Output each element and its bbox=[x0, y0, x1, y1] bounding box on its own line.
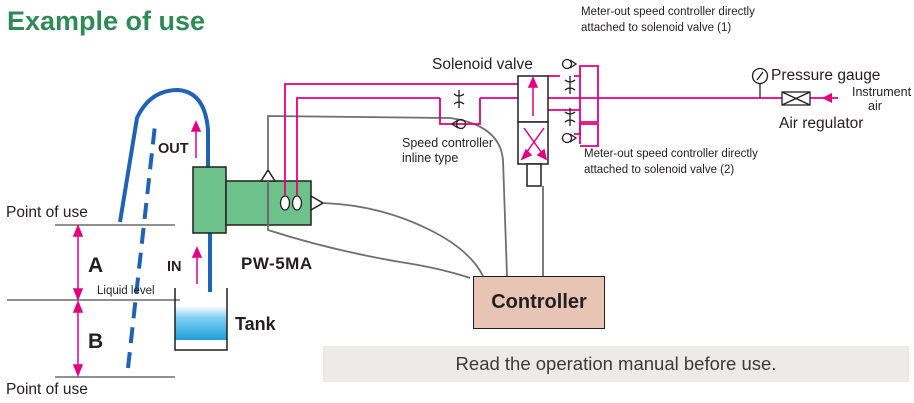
zone-b-label: B bbox=[88, 330, 104, 353]
operation-manual-notice: Read the operation manual before use. bbox=[323, 346, 909, 382]
reference-lines bbox=[7, 224, 180, 378]
instrument-air-label-line2: air bbox=[868, 99, 882, 113]
air-port-2 bbox=[291, 195, 303, 211]
pump-pw-5ma bbox=[192, 166, 325, 234]
liquid-level-label: Liquid level bbox=[97, 285, 155, 297]
out-label: OUT bbox=[158, 141, 189, 157]
speed-controller-label-line2: inline type bbox=[402, 151, 459, 165]
air-port-1 bbox=[279, 195, 291, 211]
air-regulator-label: Air regulator bbox=[779, 115, 864, 132]
pressure-gauge-label: Pressure gauge bbox=[771, 67, 881, 84]
tank-label: Tank bbox=[235, 314, 276, 334]
air-lines bbox=[284, 65, 838, 196]
signal-cables bbox=[267, 115, 544, 279]
controller-box: Controller bbox=[473, 276, 605, 329]
in-label: IN bbox=[167, 259, 182, 275]
model-label: PW-5MA bbox=[241, 254, 313, 273]
solenoid-valve bbox=[517, 75, 549, 187]
air-regulator bbox=[781, 91, 811, 106]
solenoid-valve-label: Solenoid valve bbox=[432, 56, 533, 73]
point-of-use-top-label: Point of use bbox=[6, 204, 88, 221]
zone-a-label: A bbox=[88, 254, 104, 277]
instrument-air-arrow bbox=[822, 93, 832, 103]
return-tube bbox=[126, 124, 157, 369]
page-title: Example of use bbox=[7, 6, 206, 36]
instrument-air-label-line1: Instrument bbox=[852, 85, 912, 99]
speed-controller-symbols bbox=[450, 58, 578, 144]
flow-arrows bbox=[190, 120, 203, 284]
pressure-gauge bbox=[751, 67, 769, 98]
meter-out-label-1-line2: attached to solenoid valve (1) bbox=[581, 22, 732, 34]
meter-out-label-1-line1: Meter-out speed controller directly bbox=[581, 6, 755, 18]
discharge-tube bbox=[118, 87, 210, 223]
dimension-arrows bbox=[72, 223, 84, 378]
liquid-tubes bbox=[118, 87, 212, 369]
point-of-use-bottom-label: Point of use bbox=[6, 381, 88, 398]
speed-controller-label-line1: Speed controller bbox=[402, 136, 494, 150]
tank bbox=[174, 288, 228, 351]
meter-out-label-2-line2: attached to solenoid valve (2) bbox=[584, 164, 735, 176]
meter-out-label-2-line1: Meter-out speed controller directly bbox=[584, 148, 758, 160]
